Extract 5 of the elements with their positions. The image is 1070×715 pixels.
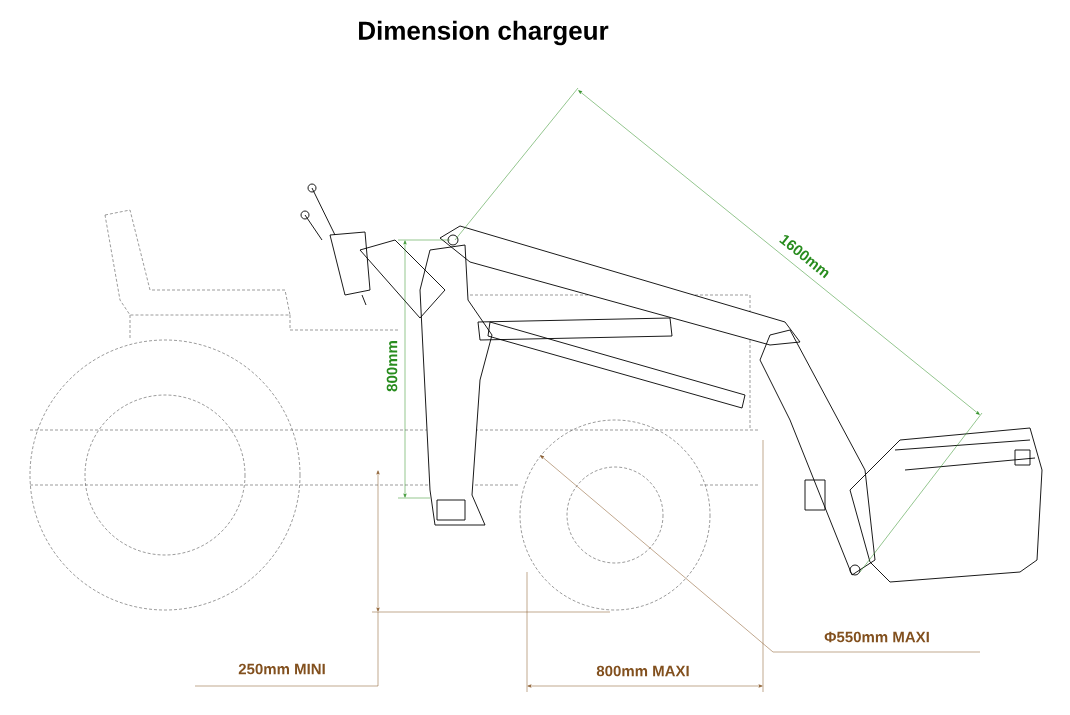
dimension-label: Φ550mm MAXI [824, 631, 929, 643]
dimension-label: 800mm [386, 341, 398, 392]
dimension-label: 250mm MINI [238, 663, 325, 675]
title: Dimension chargeur [359, 20, 609, 46]
dimension-label: 800mm MAXI [596, 665, 689, 677]
